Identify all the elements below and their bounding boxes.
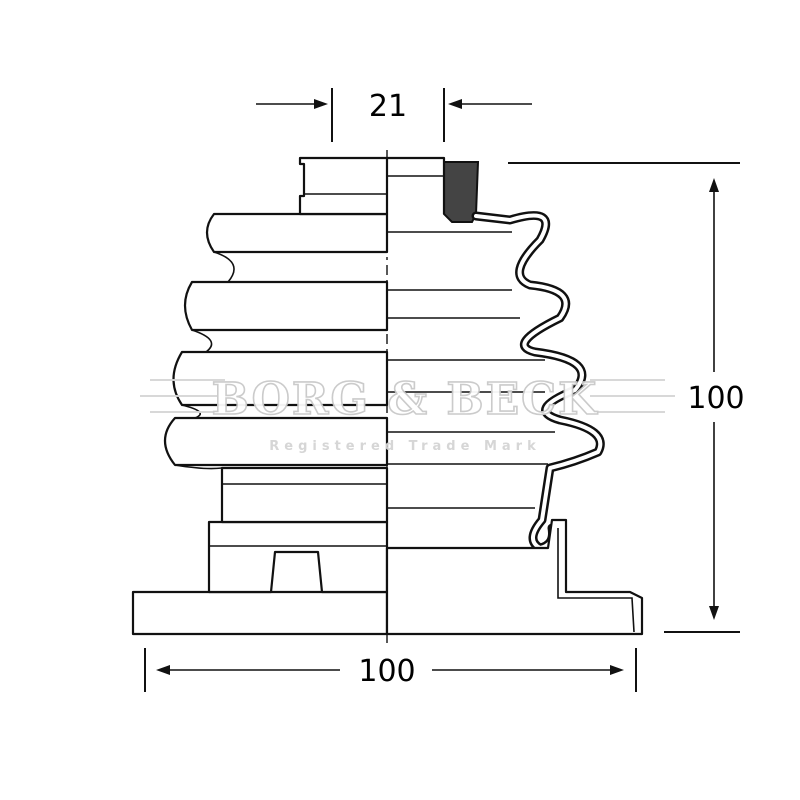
boot-rib-2 (183, 280, 389, 332)
watermark-subtitle: Registered Trade Mark (269, 439, 540, 454)
arrow-head-up (709, 178, 719, 192)
watermark: BORG & BECK Registered Trade Mark (140, 373, 675, 454)
top-neck (298, 156, 389, 216)
lower-neck (220, 466, 389, 524)
dimension-base-width-label: 100 (358, 654, 415, 689)
boot-rib-3 (172, 350, 389, 407)
boot-valley-1 (213, 251, 235, 283)
boot-valley-2 (191, 329, 213, 353)
arrow-head-down (709, 606, 719, 620)
dimension-top-width-label: 21 (369, 89, 407, 124)
dimension-height: 100 (508, 162, 745, 633)
base-section-inner (557, 528, 635, 633)
boot-wall-profile-inner (474, 213, 603, 550)
base-section (385, 518, 644, 636)
boot-cross-section (385, 156, 644, 636)
top-neck-section (387, 156, 446, 214)
lower-collar (207, 520, 389, 594)
watermark-brand: BORG & BECK (212, 374, 599, 425)
boot-exterior-view (131, 156, 389, 636)
base-flange (131, 590, 389, 636)
dimension-top-width: 21 (256, 88, 532, 142)
dimension-height-label: 100 (687, 381, 744, 416)
arrow-head-left (448, 99, 462, 109)
arrow-head-left (156, 665, 170, 675)
boot-rib-4 (163, 416, 389, 467)
boot-valley-4 (174, 464, 223, 470)
dimension-base-width: 100 (144, 648, 637, 692)
boot-rib-1 (205, 212, 389, 254)
arrow-head-right (314, 99, 328, 109)
arrow-head-right (610, 665, 624, 675)
